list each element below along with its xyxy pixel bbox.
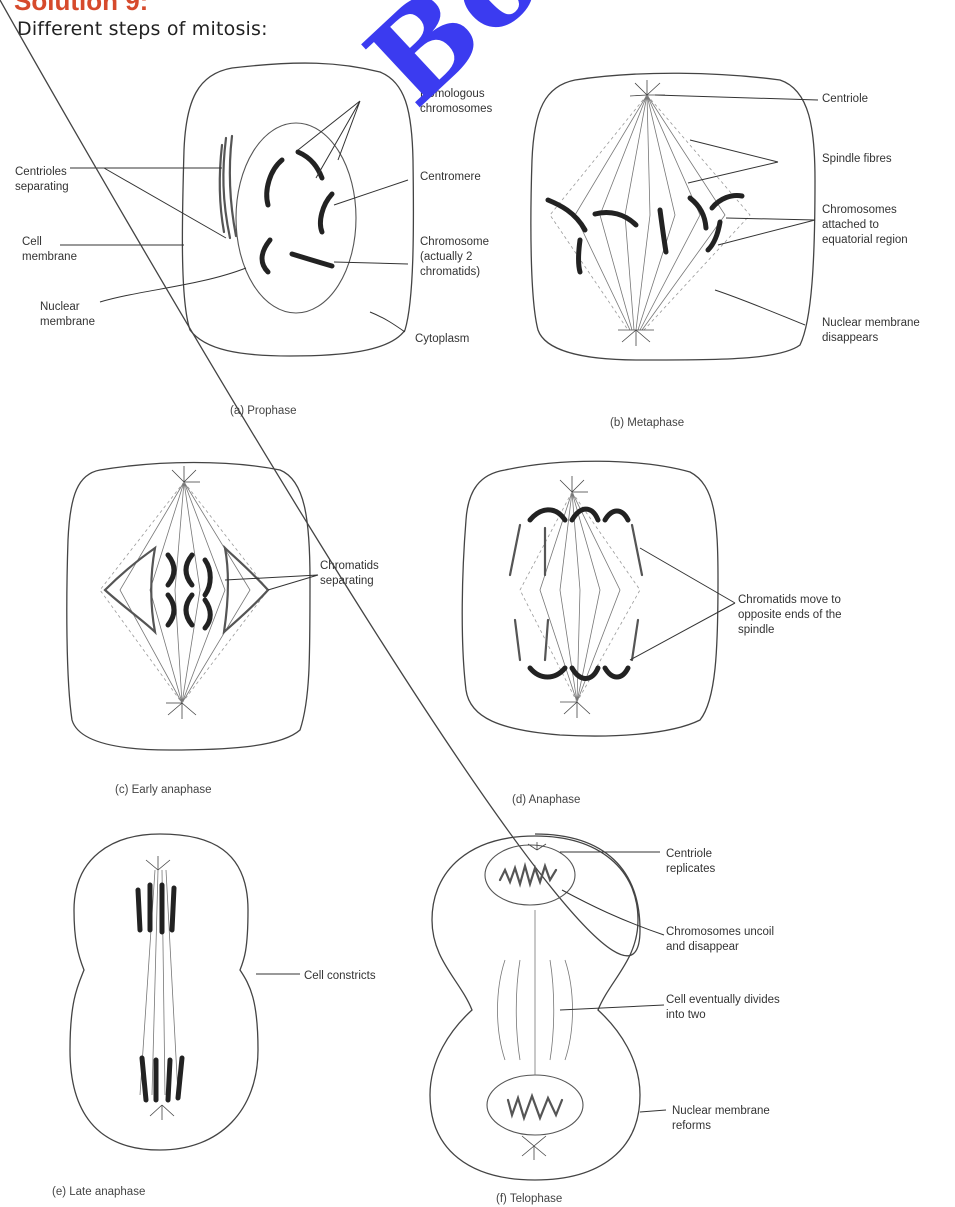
label-chromatids-2: separating bbox=[320, 575, 374, 587]
label-centromere: Centromere bbox=[420, 171, 481, 183]
label-uncoil-1: Chromosomes uncoil bbox=[666, 926, 774, 938]
anaphase-leader bbox=[630, 548, 735, 660]
prophase-chromosome-5 bbox=[292, 254, 332, 266]
telophase-chromatin-bottom bbox=[508, 1096, 562, 1118]
prophase-leader-cytoplasm bbox=[370, 312, 405, 332]
label-divides-1: Cell eventually divides bbox=[666, 994, 780, 1006]
label-centrioles-2: separating bbox=[15, 181, 69, 193]
anaphase-chromatid-arms-top bbox=[510, 525, 642, 575]
prophase-leader-centromere bbox=[334, 180, 408, 205]
late-anaphase-centriole-top bbox=[146, 856, 170, 870]
anaphase-chromatids-top bbox=[530, 509, 628, 520]
telophase-centriole-top bbox=[528, 842, 546, 850]
label-divides-2: into two bbox=[666, 1009, 706, 1021]
prophase-chromosome-1 bbox=[267, 160, 282, 205]
caption-early-anaphase: (c) Early anaphase bbox=[115, 784, 212, 796]
label-chromosome-3: chromatids) bbox=[420, 266, 480, 278]
label-centriole: Centriole bbox=[822, 93, 868, 105]
prophase-leader-centrioles bbox=[70, 168, 226, 238]
caption-telophase: (f) Telophase bbox=[496, 1193, 562, 1205]
panel-telophase: Centriole replicates Chromosomes uncoil … bbox=[0, 0, 780, 1205]
metaphase-chromosome-3 bbox=[660, 210, 666, 252]
label-cell-2: membrane bbox=[22, 251, 77, 263]
anaphase-chromatid-arms-bottom bbox=[515, 620, 638, 660]
label-meta-nuclear-2: disappears bbox=[822, 332, 879, 344]
early-anaphase-chromatid-mid-3 bbox=[205, 560, 210, 628]
label-centrioles-1: Centrioles bbox=[15, 166, 67, 178]
label-cell-1: Cell bbox=[22, 236, 42, 248]
caption-prophase: (a) Prophase bbox=[230, 405, 296, 417]
label-chromosome-2: (actually 2 bbox=[420, 251, 472, 263]
telophase-midbody-fibres bbox=[498, 910, 573, 1075]
label-nuclear-1: Nuclear bbox=[40, 301, 80, 313]
label-reforms-2: reforms bbox=[672, 1120, 711, 1132]
label-chromatids-1: Chromatids bbox=[320, 560, 379, 572]
label-reforms-1: Nuclear membrane bbox=[672, 1105, 770, 1117]
anaphase-centriole-bottom bbox=[560, 702, 590, 718]
panel-late-anaphase: Cell constricts (e) Late anaphase bbox=[52, 834, 376, 1198]
panel-metaphase: Centriole Spindle fibres Chromosomes att… bbox=[531, 73, 920, 429]
prophase-leader-homologous bbox=[298, 101, 360, 178]
early-anaphase-chromatids-right bbox=[224, 548, 268, 632]
telophase-chromatin-top bbox=[500, 866, 556, 884]
label-move-1: Chromatids move to bbox=[738, 594, 841, 606]
metaphase-leader-nuclear bbox=[715, 290, 805, 325]
metaphase-spindle bbox=[550, 95, 750, 330]
label-spindle: Spindle fibres bbox=[822, 153, 892, 165]
metaphase-chromosome-4 bbox=[690, 198, 706, 228]
metaphase-leader-centriole bbox=[655, 95, 818, 100]
late-anaphase-centriole-bottom bbox=[150, 1105, 174, 1120]
label-move-3: spindle bbox=[738, 624, 774, 636]
telophase-cell-membrane bbox=[0, 0, 640, 956]
prophase-chromosome-4 bbox=[262, 240, 270, 272]
metaphase-centriole-bottom bbox=[618, 330, 654, 346]
early-anaphase-chromatids-left bbox=[105, 548, 155, 632]
telophase-leader-reforms bbox=[640, 1110, 666, 1112]
label-centriole-rep-1: Centriole bbox=[666, 848, 712, 860]
caption-late-anaphase: (e) Late anaphase bbox=[52, 1186, 145, 1198]
metaphase-leader-chromosomes bbox=[718, 218, 815, 245]
label-centriole-rep-2: replicates bbox=[666, 863, 715, 875]
label-uncoil-2: and disappear bbox=[666, 941, 739, 953]
early-anaphase-leader bbox=[225, 575, 318, 590]
anaphase-chromatids-bottom bbox=[530, 668, 628, 679]
caption-metaphase: (b) Metaphase bbox=[610, 417, 684, 429]
prophase-centriole-strands bbox=[220, 136, 236, 238]
label-meta-chrom-1: Chromosomes bbox=[822, 204, 897, 216]
metaphase-centriole-top bbox=[630, 80, 665, 96]
prophase-leader-chromosome bbox=[334, 262, 408, 264]
panel-early-anaphase: Chromatids separating (c) Early anaphase bbox=[67, 463, 379, 797]
panel-anaphase: Chromatids move to opposite ends of the … bbox=[462, 461, 841, 806]
caption-anaphase: (d) Anaphase bbox=[512, 794, 580, 806]
label-cytoplasm: Cytoplasm bbox=[415, 333, 469, 345]
label-meta-chrom-3: equatorial region bbox=[822, 234, 908, 246]
label-nuclear-2: membrane bbox=[40, 316, 95, 328]
label-move-2: opposite ends of the bbox=[738, 609, 842, 621]
label-meta-nuclear-1: Nuclear membrane bbox=[822, 317, 920, 329]
prophase-leader-nuclear bbox=[100, 268, 246, 302]
early-anaphase-chromatid-mid-2 bbox=[186, 555, 192, 625]
prophase-cell-membrane bbox=[182, 63, 413, 356]
telophase-leader-divides bbox=[560, 1005, 664, 1010]
telophase-centriole-bottom bbox=[522, 1136, 546, 1160]
metaphase-leader-spindle bbox=[688, 140, 778, 183]
early-anaphase-centriole-bottom bbox=[166, 703, 196, 719]
label-meta-chrom-2: attached to bbox=[822, 219, 879, 231]
anaphase-centriole-top bbox=[560, 476, 588, 492]
early-anaphase-spindle bbox=[100, 482, 268, 703]
telophase-leader-uncoil bbox=[562, 890, 664, 935]
prophase-chromosome-3 bbox=[320, 194, 332, 232]
anaphase-cell-membrane bbox=[462, 461, 718, 736]
telophase-nucleus-top bbox=[485, 845, 575, 905]
label-chromosome-1: Chromosome bbox=[420, 236, 489, 248]
label-constricts: Cell constricts bbox=[304, 970, 376, 982]
early-anaphase-centriole-top bbox=[172, 466, 200, 482]
metaphase-chromosome-1 bbox=[548, 200, 585, 272]
early-anaphase-chromatid-mid-1 bbox=[168, 555, 174, 625]
anaphase-spindle bbox=[520, 492, 640, 702]
